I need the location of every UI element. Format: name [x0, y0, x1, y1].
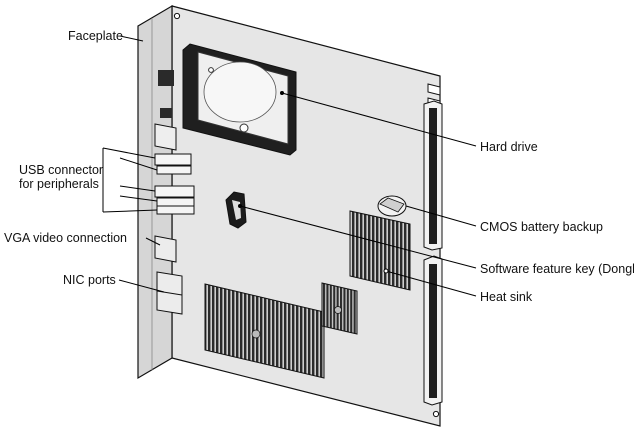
usb-port-1 — [154, 153, 192, 166]
dongle-leader — [239, 205, 477, 269]
usb-port-4 — [156, 197, 195, 207]
label-nic-ports: NIC ports — [63, 273, 116, 287]
usb-leader-1 — [102, 147, 156, 159]
cmos-battery-clip — [379, 197, 405, 213]
faceplate-connector-block — [154, 123, 177, 151]
label-dongle: Software feature key (Dongle) — [480, 262, 634, 276]
hard-drive-leader — [281, 92, 477, 147]
label-usb-connector: USB connector — [19, 163, 104, 177]
label-hard-drive: Hard drive — [480, 140, 538, 154]
faceplate-leader — [119, 35, 144, 42]
hard-drive-leader-dot — [280, 91, 284, 95]
chip — [158, 70, 174, 86]
usb-leader-3 — [119, 185, 156, 192]
label-usb-peripherals: for peripherals — [19, 177, 99, 191]
rear-connector-upper-pins — [429, 108, 437, 244]
usb-leader-2 — [119, 157, 158, 171]
usb-port-3 — [154, 185, 195, 198]
heat-sink-leader-dot — [383, 268, 389, 274]
mounting-hole — [173, 12, 181, 20]
heat-sink-screw — [251, 329, 261, 339]
heat-sink-right — [349, 210, 411, 291]
dongle-leader-dot — [238, 204, 242, 208]
usb-leader-5 — [102, 209, 158, 213]
usb-leader-4 — [119, 195, 158, 202]
hard-drive-screw — [239, 123, 249, 133]
label-vga: VGA video connection — [4, 231, 127, 245]
heat-sink-screw — [334, 306, 342, 314]
usb-port-5 — [156, 205, 195, 215]
vga-connector — [154, 235, 177, 263]
label-cmos-battery: CMOS battery backup — [480, 220, 603, 234]
chip — [160, 108, 172, 118]
heat-sink-leader — [385, 270, 477, 297]
rear-connector-lower-pins — [429, 264, 437, 398]
label-faceplate: Faceplate — [68, 29, 123, 43]
board-edge-notch — [427, 83, 441, 96]
nic-leader — [118, 279, 165, 293]
label-heat-sink: Heat sink — [480, 290, 533, 304]
cmos-leader — [405, 205, 477, 227]
usb-port-2 — [156, 165, 192, 175]
mounting-hole — [432, 410, 440, 418]
heat-sink-large — [204, 283, 325, 379]
hard-drive-platter — [203, 61, 277, 123]
vga-leader — [145, 237, 161, 246]
hard-drive-screw — [208, 67, 214, 73]
